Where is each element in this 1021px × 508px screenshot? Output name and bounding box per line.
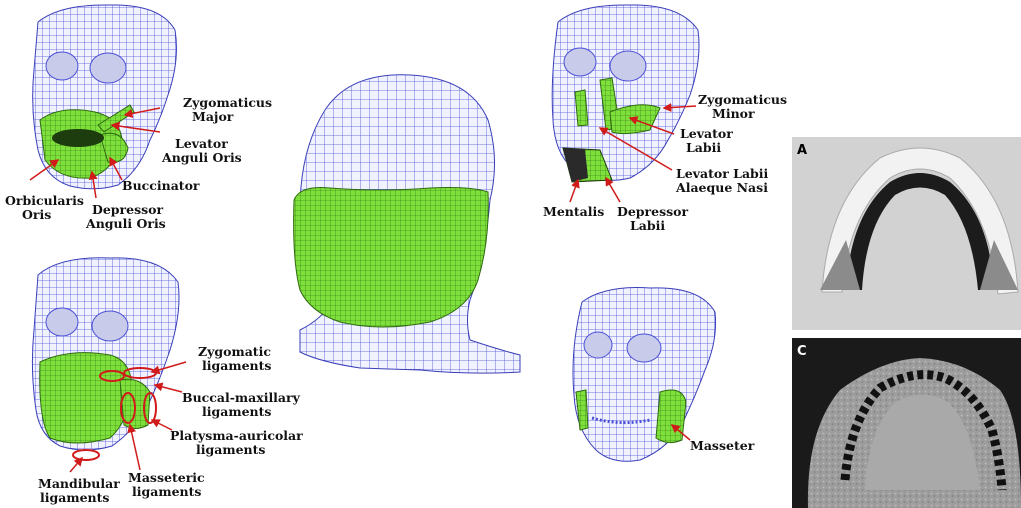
muscle-mentalis-dark <box>563 148 588 182</box>
label-platysma-2: ligaments <box>196 442 265 457</box>
panel-c-letter: C <box>797 344 807 359</box>
muscles-face <box>40 353 132 443</box>
label-levator-anguli-2: Anguli Oris <box>161 150 242 165</box>
eye-socket <box>92 311 128 341</box>
label-levator-labii-1: Levator <box>680 126 733 141</box>
label-levator-alaeque-1: Levator Labii <box>676 166 769 181</box>
skull-mesh <box>573 288 716 462</box>
label-buccal-max-2: ligaments <box>202 404 271 419</box>
eye-socket <box>90 53 126 83</box>
label-buccal-max-1: Buccal-maxillary <box>182 390 301 405</box>
label-levator-anguli-1: Levator <box>175 136 228 151</box>
label-zygomaticus-minor-2: Minor <box>712 106 755 121</box>
mouth-cavity <box>52 129 104 147</box>
label-depressor-anguli-1: Depressor <box>92 202 163 217</box>
eye-socket <box>627 334 661 362</box>
label-zygomaticus-major-2: Major <box>192 109 234 124</box>
label-levator-labii-2: Labii <box>686 140 721 155</box>
label-levator-alaeque-2: Alaeque Nasi <box>675 180 768 195</box>
panel-a: A <box>792 137 1021 330</box>
eye-socket <box>564 48 596 76</box>
label-zygomaticus-major-1: Zygomaticus <box>183 95 272 110</box>
face-muscle-mask <box>294 188 489 328</box>
label-depressor-labii-1: Depressor <box>617 204 688 219</box>
label-depressor-labii-2: Labii <box>630 218 665 233</box>
label-orbicularis-2: Oris <box>22 207 51 222</box>
mandibular-ligament-marker <box>73 450 99 460</box>
label-orbicularis-1: Orbicularis <box>5 193 84 208</box>
eye-socket <box>46 52 78 80</box>
skull-bottom-left <box>32 258 179 460</box>
muscle-masseter-left <box>576 390 588 430</box>
panel-a-letter: A <box>797 143 807 158</box>
panel-c: C <box>792 338 1021 508</box>
label-mentalis: Mentalis <box>543 204 604 219</box>
eye-socket <box>610 51 646 81</box>
label-zygomaticus-minor-1: Zygomaticus <box>698 92 787 107</box>
label-zygomatic-lig-2: ligaments <box>202 358 271 373</box>
label-masseteric-2: ligaments <box>132 484 201 499</box>
skull-bottom-right <box>573 288 716 462</box>
label-masseteric-1: Masseteric <box>128 470 205 485</box>
label-depressor-anguli-2: Anguli Oris <box>85 216 166 231</box>
label-mandibular-1: Mandibular <box>38 476 120 491</box>
label-masseter: Masseter <box>690 438 755 453</box>
label-buccinator: Buccinator <box>122 178 200 193</box>
skull-top-right <box>552 5 699 182</box>
label-platysma-1: Platysma-auricolar <box>170 428 303 443</box>
label-mandibular-2: ligaments <box>40 490 109 505</box>
head-center <box>294 75 520 373</box>
skull-top-left <box>33 5 177 189</box>
eye-socket <box>46 308 78 336</box>
eye-socket <box>584 332 612 358</box>
annotations-bottom-right: Masseter <box>672 425 755 453</box>
label-zygomatic-lig-1: Zygomatic <box>198 344 271 359</box>
muscle-masseter-right <box>656 390 686 443</box>
